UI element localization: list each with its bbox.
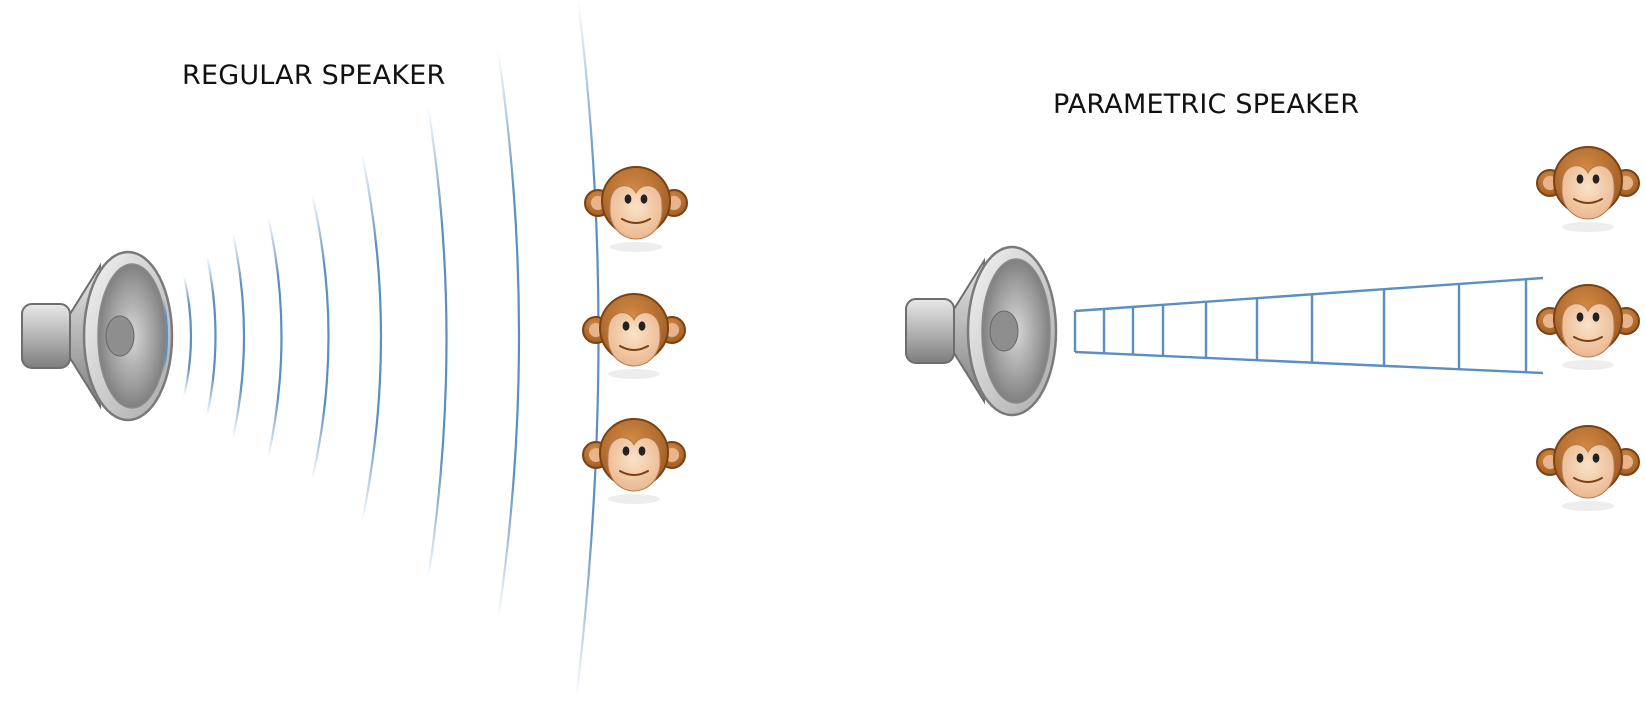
speaker-icon [904,245,1058,417]
regular-speaker-group [20,0,688,701]
wave-arc-7 [360,153,383,523]
monkey-face-icon [1536,146,1640,233]
beam-top-edge [1074,276,1544,313]
beam-bottom-edge [1074,350,1544,375]
monkey-face-icon [582,418,686,505]
beam-ladder [1073,276,1544,375]
parametric-speaker-label: PARAMETRIC SPEAKER [1053,89,1360,120]
sound-wave-arcs [161,0,600,701]
wave-arc-5 [266,215,283,459]
wave-arc-8 [426,105,448,581]
monkey-face-icon [1536,425,1640,512]
regular-speaker-label: REGULAR SPEAKER [182,60,446,91]
wave-arc-6 [310,193,330,481]
beam-rungs [1073,279,1528,372]
wave-arc-9 [496,49,521,621]
wave-arc-1 [161,297,169,375]
monkey-face-icon [584,166,688,253]
speaker-icon [20,250,174,422]
wave-arc-3 [205,255,217,417]
wave-arc-10 [574,0,600,701]
wave-arc-2 [182,275,193,397]
parametric-speaker-group [904,146,1640,512]
wave-arc-4 [231,233,246,439]
monkey-face-icon [1536,284,1640,371]
